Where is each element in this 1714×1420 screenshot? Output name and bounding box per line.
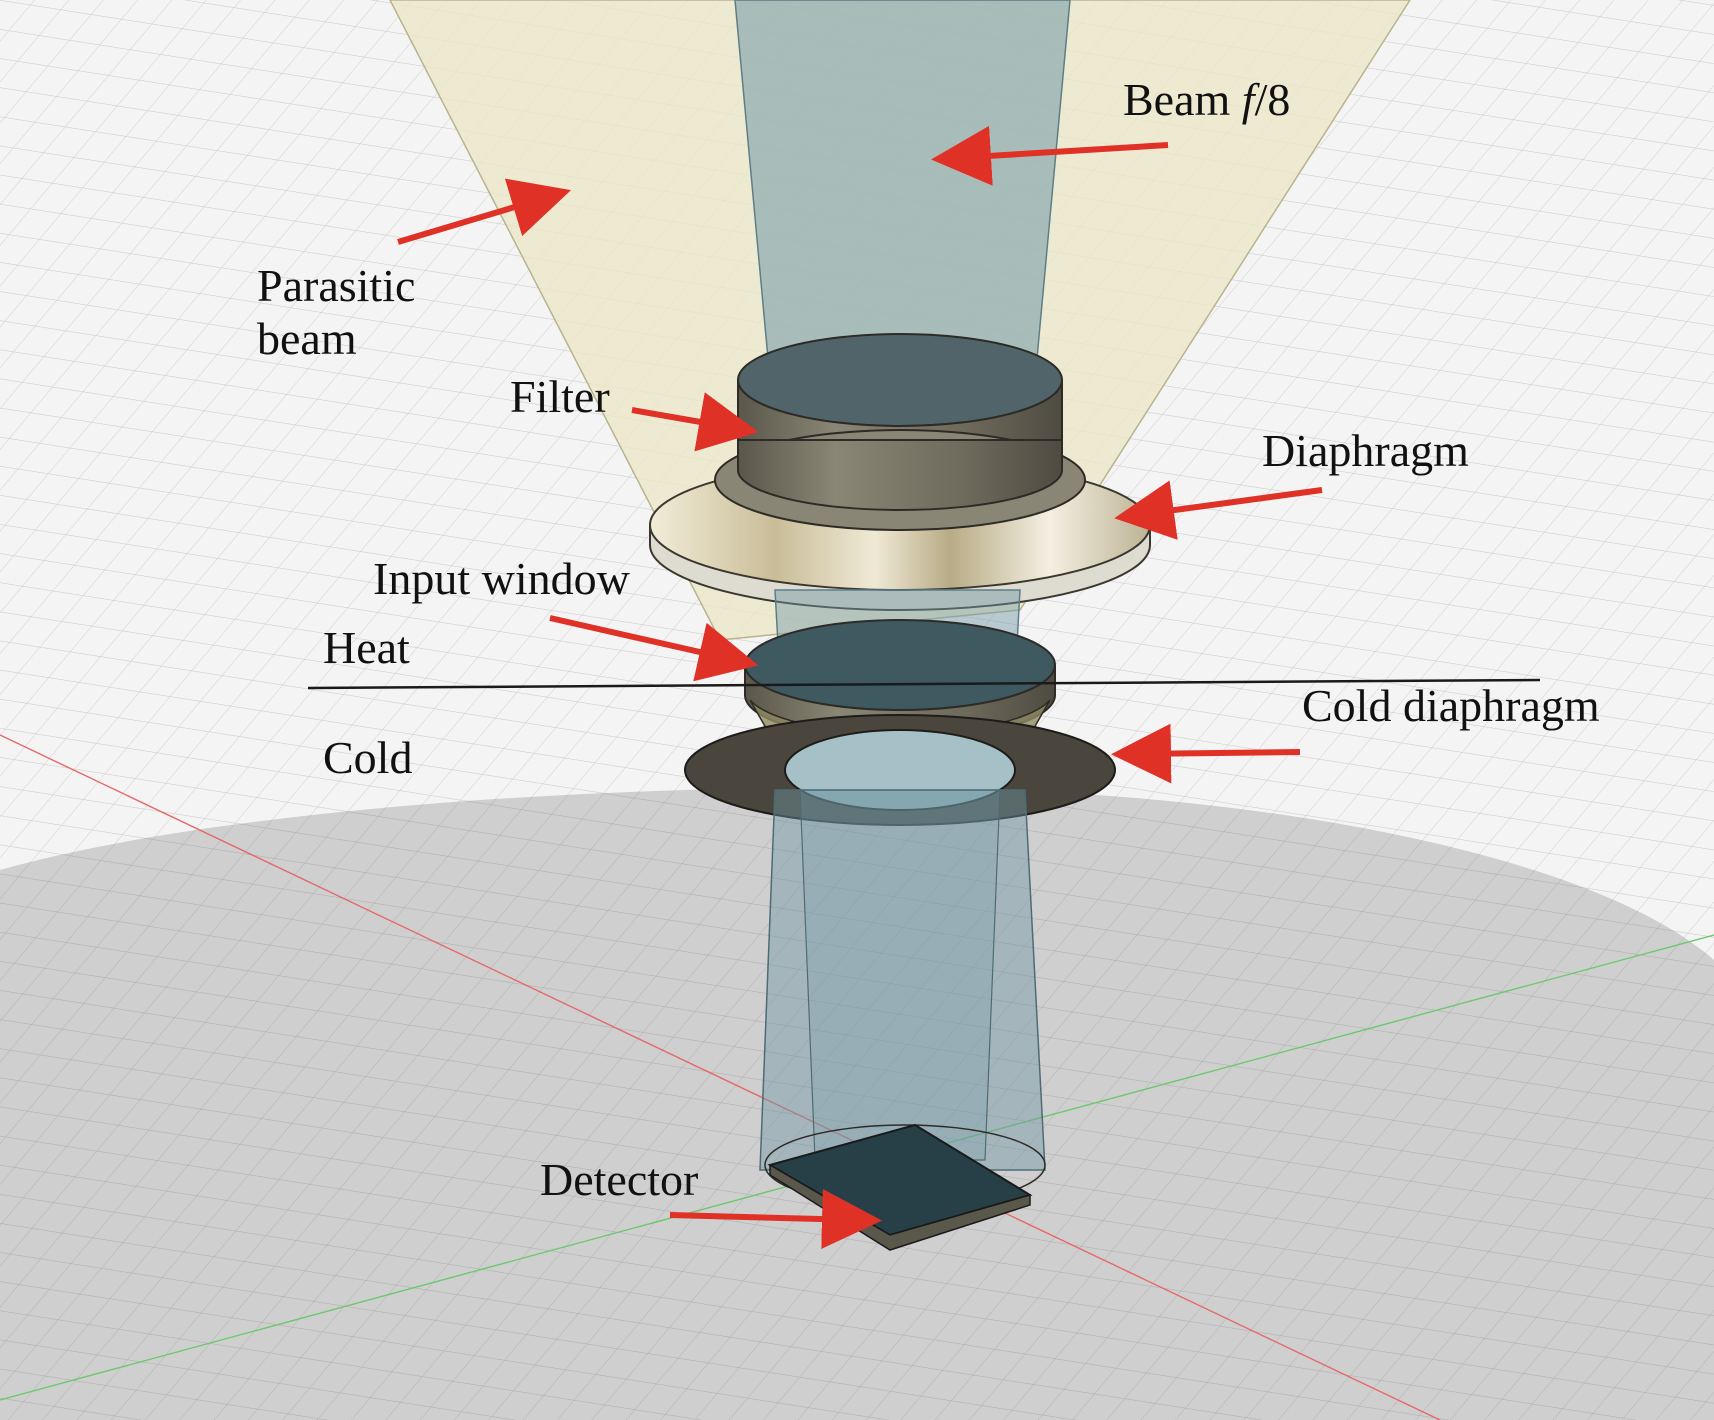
beam-label-word: Beam xyxy=(1123,74,1231,125)
cold-diaphragm-label: Cold diaphragm xyxy=(1302,680,1600,731)
parasitic-beam-label: Parasitic beam xyxy=(257,260,415,366)
beam-label: Beam f/8 xyxy=(1123,74,1290,127)
detector-label: Detector xyxy=(540,1154,699,1205)
arrow-icon xyxy=(669,1189,882,1250)
filter-label: Filter xyxy=(510,371,610,422)
x-axis-line xyxy=(0,734,1441,1420)
arrow-icon xyxy=(1114,480,1323,540)
arrow-icon xyxy=(931,125,1169,186)
arrow-icon xyxy=(549,615,759,682)
main-beam-upper xyxy=(734,0,1071,381)
filter-lower-body xyxy=(737,439,1063,511)
cold-label: Cold xyxy=(323,732,413,783)
ground-shadow-grid xyxy=(0,787,1714,1420)
main-beam-lower-inner xyxy=(799,789,1001,1161)
arrow-icon xyxy=(631,392,759,452)
heat-label: Heat xyxy=(323,622,410,673)
diaphragm-label: Diaphragm xyxy=(1262,425,1469,476)
parasitic-beam-label-line2: beam xyxy=(257,312,357,364)
arrow-icon xyxy=(1111,723,1301,784)
parasitic-beam-label-line1: Parasitic xyxy=(257,260,416,311)
beam-label-f: f xyxy=(1241,74,1255,125)
heat-cold-divider xyxy=(307,678,1541,690)
input-window-label: Input window xyxy=(373,553,630,604)
arrow-icon xyxy=(397,178,571,245)
beam-label-ratio: /8 xyxy=(1254,74,1291,125)
